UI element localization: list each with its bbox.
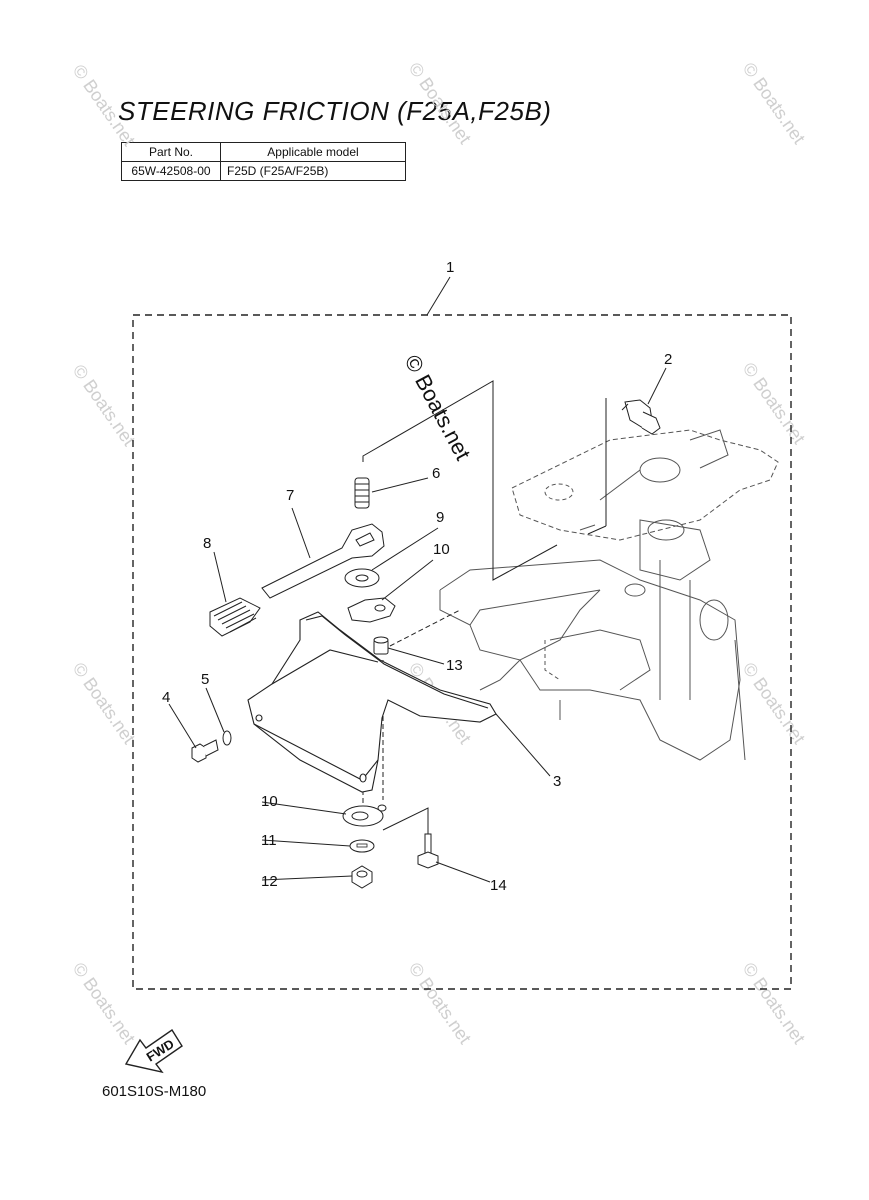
friction-pad-upper-hole bbox=[374, 604, 386, 612]
callout-9: 9 bbox=[436, 509, 444, 526]
washer-hole bbox=[355, 574, 369, 582]
grease-nipple-part bbox=[621, 399, 661, 435]
engine-bracket-illustration bbox=[439, 429, 779, 761]
watermark: © Boats.net bbox=[69, 959, 139, 1048]
watermark: © Boats.net bbox=[405, 59, 475, 148]
watermark: © Boats.net bbox=[739, 59, 809, 148]
watermark: © Boats.net bbox=[739, 359, 809, 448]
spring-washer-part bbox=[222, 730, 232, 746]
callout-2: 2 bbox=[664, 351, 672, 368]
callout-7: 7 bbox=[286, 487, 294, 504]
callout-labels: 1 2 3 4 5 6 7 8 9 10 10 11 12 13 14 bbox=[162, 259, 672, 894]
callout-14: 14 bbox=[490, 877, 507, 894]
figure-code: 601S10S-M180 bbox=[102, 1083, 207, 1100]
watermark: © Boats.net bbox=[69, 61, 139, 150]
callout-12: 12 bbox=[261, 873, 278, 890]
callout-10-lower: 10 bbox=[261, 793, 278, 810]
table-cell-part-no: 65W-42508-00 bbox=[121, 161, 221, 181]
callout-13: 13 bbox=[446, 657, 463, 674]
table-row: 65W-42508-00 F25D (F25A/F25B) bbox=[121, 161, 406, 181]
friction-pad-upper-part bbox=[347, 597, 396, 623]
watermark: © Boats.net bbox=[69, 361, 139, 450]
callout-10-upper: 10 bbox=[433, 541, 450, 558]
page-title: STEERING FRICTION (F25A,F25B) bbox=[118, 96, 552, 126]
stud-bolt-part bbox=[354, 477, 370, 509]
callout-1: 1 bbox=[446, 259, 454, 276]
bolt-part bbox=[191, 739, 219, 763]
collar-part bbox=[373, 636, 389, 655]
nut-part bbox=[351, 865, 373, 889]
callout-3: 3 bbox=[553, 773, 561, 790]
grip-part bbox=[209, 597, 261, 637]
bolt-small-part bbox=[417, 833, 439, 869]
callout-6: 6 bbox=[432, 465, 440, 482]
table-cell-model: F25D (F25A/F25B) bbox=[220, 161, 406, 181]
assembly-guide-lines bbox=[254, 380, 607, 834]
watermark: © Boats.net bbox=[405, 959, 475, 1048]
friction-plate-part bbox=[247, 611, 497, 793]
watermark: © Boats.net bbox=[69, 659, 139, 748]
friction-lever-slot bbox=[355, 532, 375, 547]
leader-line bbox=[426, 276, 451, 316]
friction-lever-part bbox=[261, 523, 385, 599]
applicable-model-table: Part No. Applicable model 65W-42508-00 F… bbox=[121, 142, 406, 181]
callout-leaders bbox=[168, 367, 667, 883]
callout-5: 5 bbox=[201, 671, 209, 688]
callout-4: 4 bbox=[162, 689, 170, 706]
friction-pad-lower-hole bbox=[351, 811, 369, 821]
watermark: © Boats.net bbox=[739, 959, 809, 1048]
kit-boundary bbox=[132, 314, 792, 990]
watermark: © Boats.net bbox=[739, 659, 809, 748]
callout-8: 8 bbox=[203, 535, 211, 552]
friction-pad-lower-eye bbox=[377, 804, 387, 812]
callout-11: 11 bbox=[261, 832, 277, 849]
plate-washer-slot bbox=[356, 843, 368, 848]
watermark-center: © Boats.net bbox=[400, 351, 476, 465]
